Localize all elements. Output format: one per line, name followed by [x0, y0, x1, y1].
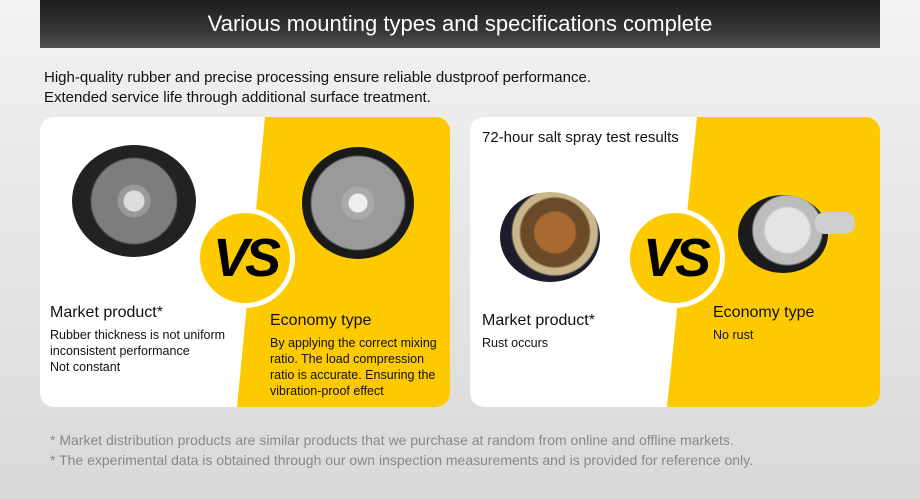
economy-title: Economy type	[713, 304, 815, 321]
economy-title: Economy type	[270, 312, 372, 329]
desc-line: ratio is accurate. Ensuring the	[270, 368, 436, 382]
clean-product-image	[738, 195, 828, 273]
desc-line: By applying the correct mixing	[270, 336, 437, 350]
header-banner: Various mounting types and specification…	[40, 0, 880, 48]
desc-line: Not constant	[50, 360, 121, 374]
market-title: Market product*	[50, 304, 163, 321]
economy-product-image	[302, 147, 414, 259]
clean-product-stud	[815, 212, 855, 234]
footnote: * The experimental data is obtained thro…	[50, 452, 754, 468]
vs-badge: VS	[195, 208, 295, 308]
market-description: Rust occurs	[482, 336, 548, 350]
rusted-product-image	[500, 192, 600, 282]
market-description: Rubber thickness is not uniform inconsist…	[50, 327, 225, 375]
intro-line: Extended service life through additional…	[44, 89, 431, 106]
economy-description: By applying the correct mixing ratio. The…	[270, 335, 437, 399]
market-title: Market product*	[482, 312, 595, 329]
footnote: * Market distribution products are simil…	[50, 432, 734, 448]
economy-description: No rust	[713, 328, 754, 342]
intro-line: High-quality rubber and precise processi…	[44, 69, 591, 86]
desc-line: Rubber thickness is not uniform	[50, 328, 226, 342]
comparison-card-thickness: VS Market product* Rubber thickness is n…	[40, 117, 450, 407]
desc-line: inconsistent performance	[50, 344, 190, 358]
comparison-card-salt-spray: 72-hour salt spray test results VS Marke…	[470, 117, 880, 407]
intro-text: High-quality rubber and precise processi…	[44, 68, 591, 108]
desc-line: ratio. The load compression	[270, 352, 425, 366]
page-title: Various mounting types and specification…	[207, 11, 713, 36]
market-product-image	[72, 145, 196, 257]
vs-badge: VS	[625, 208, 725, 308]
desc-line: vibration-proof effect	[270, 384, 384, 398]
test-heading: 72-hour salt spray test results	[482, 129, 679, 146]
footnotes: * Market distribution products are simil…	[50, 430, 753, 470]
